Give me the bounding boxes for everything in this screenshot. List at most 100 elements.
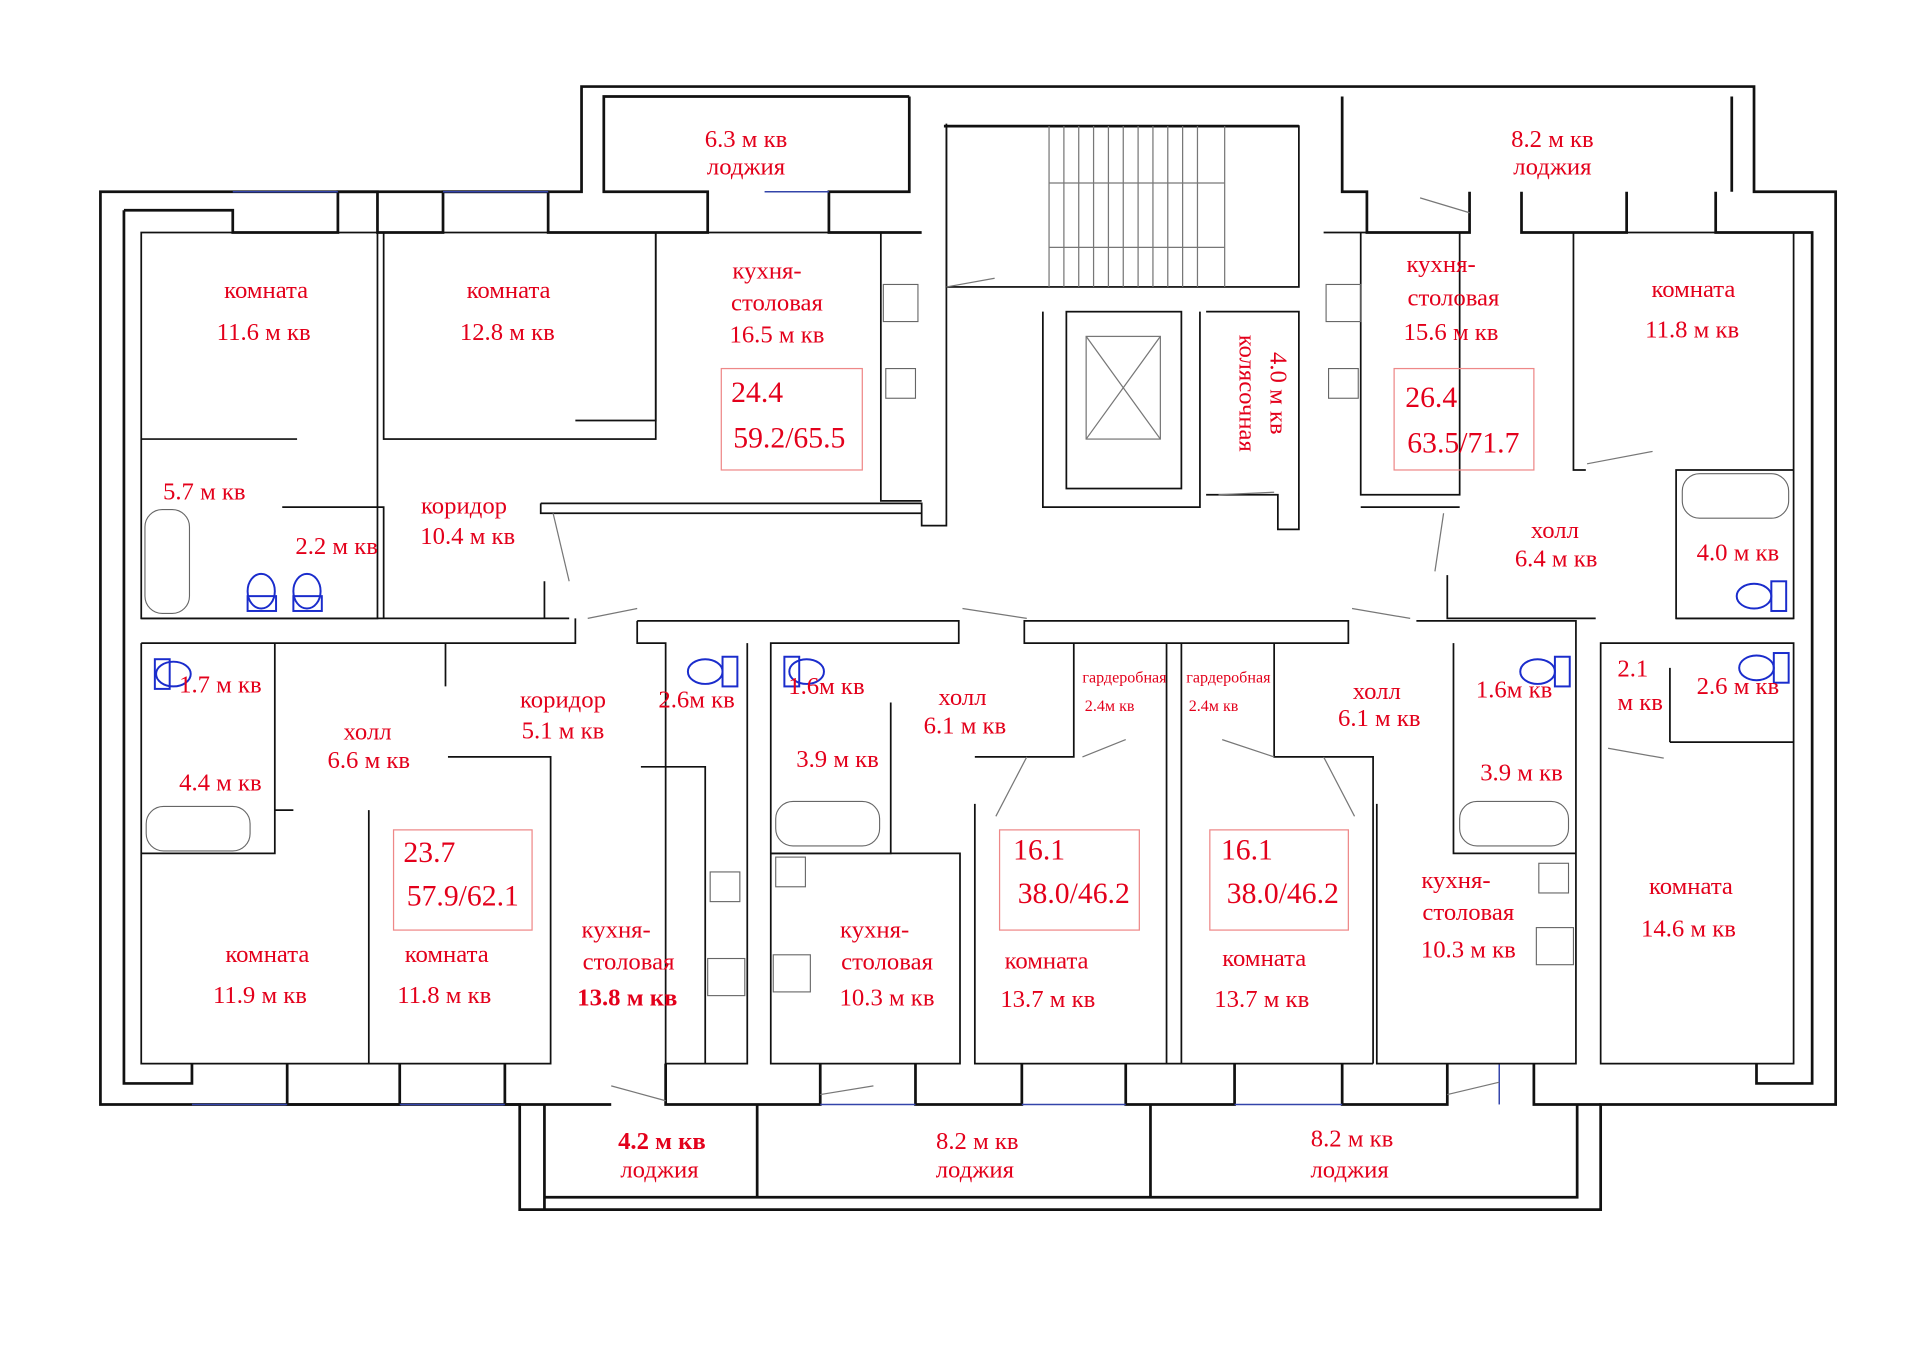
sink-icon [1538, 862, 1570, 894]
apt-kitchen-area: 24.4 [731, 377, 783, 409]
room-area: 13.7 м кв [1000, 986, 1095, 1013]
stove-icon [772, 954, 811, 993]
bathroom-area: 4.0 м кв [1697, 539, 1780, 566]
apt-living-total: 38.0/46.2 [1018, 878, 1130, 910]
corridor-area: 5.1 м кв [522, 717, 605, 744]
apt-living-total: 38.0/46.2 [1227, 878, 1339, 910]
stove-icon [882, 283, 919, 323]
kitchen-area: 10.3 м кв [1421, 936, 1516, 963]
sink-icon [775, 856, 806, 888]
apt-living-total: 57.9/62.1 [407, 880, 519, 912]
bathtub-icon [775, 800, 881, 847]
toilet-icon [1738, 652, 1790, 684]
loggia-area: 8.2 м кв [936, 1128, 1019, 1155]
room-name: комната [225, 941, 309, 968]
toilet-icon [246, 572, 278, 612]
apartment-summaries: 24.4 59.2/65.5 26.4 63.5/71.7 23.7 57.9/… [392, 367, 1535, 931]
loggia-area: 4.2 м кв [618, 1128, 706, 1155]
loggia-area: 6.3 м кв [705, 126, 788, 153]
kitchen-area: 13.8 м кв [577, 985, 677, 1012]
hall-area: 6.4 м кв [1515, 545, 1598, 572]
loggia-label: лоджия [620, 1156, 698, 1183]
kitchen-name: кухня- [1421, 867, 1490, 894]
hall-area: 6.1 м кв [924, 712, 1007, 739]
kitchen-name: столовая [583, 949, 675, 976]
hall-name: холл [1353, 678, 1401, 705]
hall-area: 6.6 м кв [328, 747, 411, 774]
corridor-name: коридор [421, 492, 507, 519]
stove-icon [707, 957, 746, 997]
sink-icon [1328, 368, 1359, 399]
toilet-icon [153, 658, 192, 690]
room-area: 13.7 м кв [1214, 986, 1309, 1013]
kitchen-name: кухня- [582, 916, 651, 943]
kitchen-area: 10.3 м кв [840, 985, 935, 1012]
stair-flight [1048, 126, 1226, 287]
kitchen-name: столовая [731, 289, 823, 316]
apt-living-total: 59.2/65.5 [733, 423, 845, 455]
bathtub-icon [1459, 800, 1570, 847]
loggia-label: лоджия [936, 1156, 1014, 1183]
bathroom-area: 2.6 м кв [1697, 673, 1780, 700]
sink-icon [885, 368, 917, 399]
bathroom-area: 4.4 м кв [179, 769, 262, 796]
toilet-icon [292, 572, 323, 612]
room-name: комната [467, 277, 551, 304]
toilet-icon [686, 655, 739, 688]
bathroom-area: 2.6м кв [658, 686, 734, 713]
room-area: 11.8 м кв [1645, 317, 1739, 344]
bathtub-icon [145, 805, 251, 852]
room-name: комната [1222, 945, 1306, 972]
kitchen-name: столовая [1422, 899, 1514, 926]
room-area: 12.8 м кв [460, 319, 555, 346]
hall-name: холл [938, 684, 986, 711]
hall-name: холл [344, 719, 392, 746]
room-area: 14.6 м кв [1641, 915, 1736, 942]
toilet-icon [1519, 655, 1571, 688]
bathroom-area: 1.6м кв [788, 673, 864, 700]
kitchen-area: 16.5 м кв [729, 322, 824, 349]
loggia-label: лоджия [1310, 1156, 1388, 1183]
elevator-shaft [1065, 310, 1183, 490]
wardrobe-name: гардеробная [1082, 670, 1167, 687]
room-area: 11.9 м кв [213, 982, 307, 1009]
loggia-label: лоджия [1513, 153, 1591, 180]
kitchen-name: столовая [841, 949, 933, 976]
bathroom-area: 3.9 м кв [796, 746, 879, 773]
bathroom-area: 3.9 м кв [1480, 759, 1563, 786]
room-name: комната [1651, 276, 1735, 303]
apt-kitchen-area: 23.7 [403, 837, 455, 869]
apt-kitchen-area: 26.4 [1405, 382, 1457, 414]
apt-kitchen-area: 16.1 [1013, 835, 1065, 867]
kitchen-name: кухня- [1407, 251, 1476, 278]
apt-living-total: 63.5/71.7 [1407, 428, 1519, 460]
room-area: 11.6 м кв [217, 319, 311, 346]
stove-icon [1535, 927, 1575, 966]
loggia-area: 8.2 м кв [1311, 1126, 1394, 1153]
bathroom-area: 1.6м кв [1476, 677, 1552, 704]
room-area: 11.8 м кв [397, 982, 491, 1009]
hall-name: холл [1531, 517, 1579, 544]
hall-area: 6.1 м кв [1338, 705, 1421, 732]
room-name: комната [1649, 873, 1733, 900]
kitchen-name: кухня- [840, 916, 909, 943]
corridor-area: 10.4 м кв [420, 523, 515, 550]
toilet-icon [783, 655, 825, 688]
sink-icon [709, 871, 741, 903]
stroller-room-area: 4.0 м кв [1264, 352, 1291, 435]
wardrobe-name: гардеробная [1186, 670, 1271, 687]
stroller-room-name: колясочная [1234, 335, 1261, 452]
apt-kitchen-area: 16.1 [1221, 835, 1273, 867]
stove-icon [1325, 283, 1362, 323]
fixtures [144, 283, 1790, 997]
loggia-label: лоджия [707, 153, 785, 180]
kitchen-name: столовая [1408, 284, 1500, 311]
bathroom-area: 1.7 м кв [179, 672, 262, 699]
wardrobe-area: 2.4м кв [1085, 698, 1135, 715]
hall-area: 2.1 [1617, 656, 1648, 683]
bathroom-area: 2.2 м кв [295, 533, 378, 560]
room-labels: 6.3 м кв лоджия 8.2 м кв лоджия 4.2 м кв… [163, 126, 1779, 1183]
hall-area-unit: м кв [1617, 689, 1663, 716]
toilet-icon [1735, 580, 1788, 612]
